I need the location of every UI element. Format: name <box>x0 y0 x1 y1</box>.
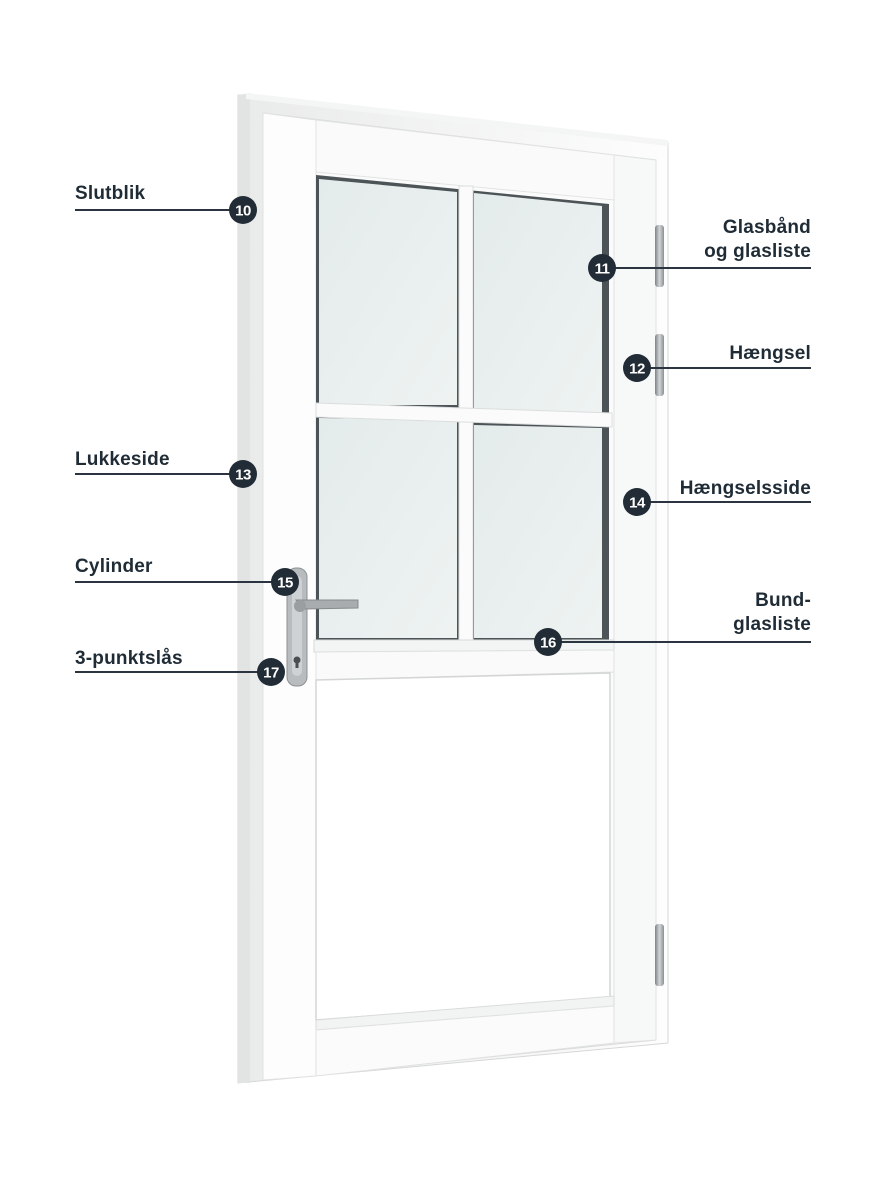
callout-badge-11 <box>588 254 616 282</box>
callout-badge-14 <box>623 488 651 516</box>
callout-number-10: 10 <box>235 203 251 220</box>
callout-label-12: Hængsel <box>729 342 811 366</box>
callout-label-16: Bund-glasliste <box>733 589 811 637</box>
callout-number-14: 14 <box>629 495 646 512</box>
callout-label-line: Hængsel <box>729 343 811 364</box>
callout-number-13: 13 <box>235 467 251 484</box>
callout-label-15: Cylinder <box>75 555 153 579</box>
hinge-bottom <box>655 924 664 986</box>
callout-badge-13 <box>229 460 257 488</box>
glass-panel <box>315 175 613 641</box>
callout-label-14: Hængselsside <box>680 477 811 501</box>
callout-label-line: Hængselsside <box>679 478 811 499</box>
callouts: 10 11 12 13 14 15 16 17 <box>75 196 811 686</box>
callout-label-11: Glasbånd og glasliste <box>704 216 811 264</box>
callout-badge-12 <box>623 354 651 382</box>
callout-badge-15 <box>271 568 299 596</box>
callout-label-line: Glasbånd <box>722 217 811 238</box>
callout-number-12: 12 <box>629 361 645 378</box>
callout-number-16: 16 <box>540 635 556 652</box>
glass-pane-bottom-left <box>319 418 457 638</box>
callout-label-line: Lukkeside <box>75 449 170 470</box>
glass-pane-top-left <box>319 179 457 405</box>
callout-label-10: Slutblik <box>75 182 145 206</box>
callout-badge-17 <box>257 658 285 686</box>
callout-label-17: 3-punktslås <box>75 647 183 671</box>
callout-badge-16 <box>534 628 562 656</box>
door-handle <box>286 567 359 687</box>
hinge-middle <box>655 334 664 396</box>
lower-panel <box>313 639 615 1077</box>
callout-label-line: 3-punktslås <box>75 648 183 669</box>
hinge-top <box>655 225 664 287</box>
callout-label-line: Slutblik <box>75 183 146 204</box>
callout-label-line: og glasliste <box>704 241 811 262</box>
callout-number-15: 15 <box>277 575 293 592</box>
callout-number-17: 17 <box>263 665 279 682</box>
callout-number-11: 11 <box>595 261 610 278</box>
hinges <box>655 225 664 986</box>
callout-label-line: glasliste <box>733 614 811 635</box>
callout-label-13: Lukkeside <box>75 448 170 472</box>
glass-pane-bottom-right <box>474 425 602 638</box>
glass-pane-top-right <box>474 193 602 413</box>
callout-label-line: Bund- <box>755 590 811 611</box>
horizontal-muntin <box>315 402 613 428</box>
callout-badge-10 <box>229 196 257 224</box>
callout-label-line: Cylinder <box>75 556 153 577</box>
